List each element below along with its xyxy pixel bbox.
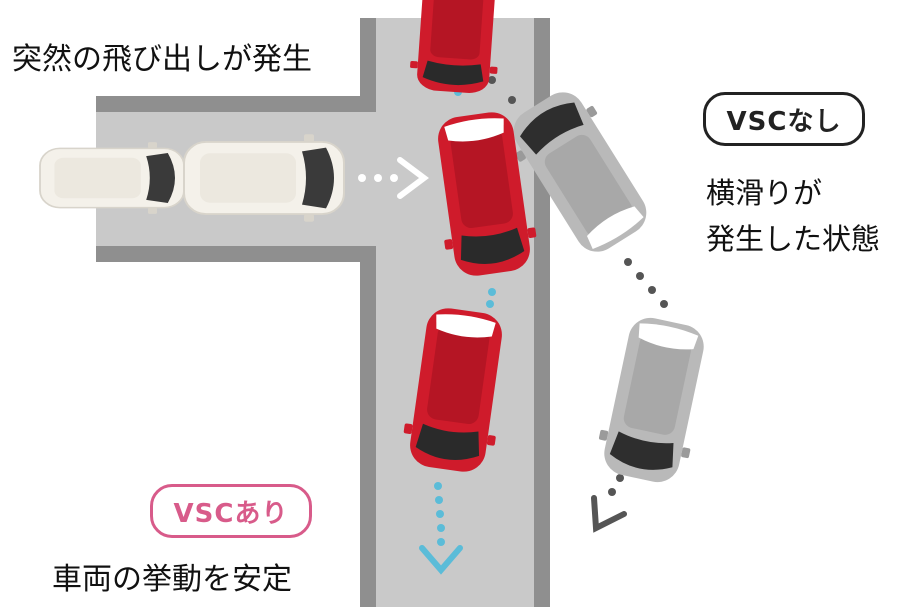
vsc-off-description-line2: 発生した状態	[706, 222, 881, 256]
vsc-off-description-line1: 横滑りが	[706, 176, 823, 210]
gray-car-end	[592, 312, 716, 488]
chevron-down-left-icon	[591, 495, 627, 533]
vsc-off-badge: VSCなし	[703, 92, 865, 146]
white-car-crossing	[183, 133, 345, 223]
top-left-caption: 突然の飛び出しが発生	[12, 42, 312, 77]
vsc-on-badge: VSCあり	[150, 484, 312, 538]
vsc-on-description: 車両の挙動を安定	[52, 562, 292, 597]
vsc-off-path	[488, 76, 668, 496]
white-car-left	[39, 141, 185, 215]
chevron-right-icon	[397, 157, 429, 199]
chevron-down-icon	[419, 545, 463, 575]
